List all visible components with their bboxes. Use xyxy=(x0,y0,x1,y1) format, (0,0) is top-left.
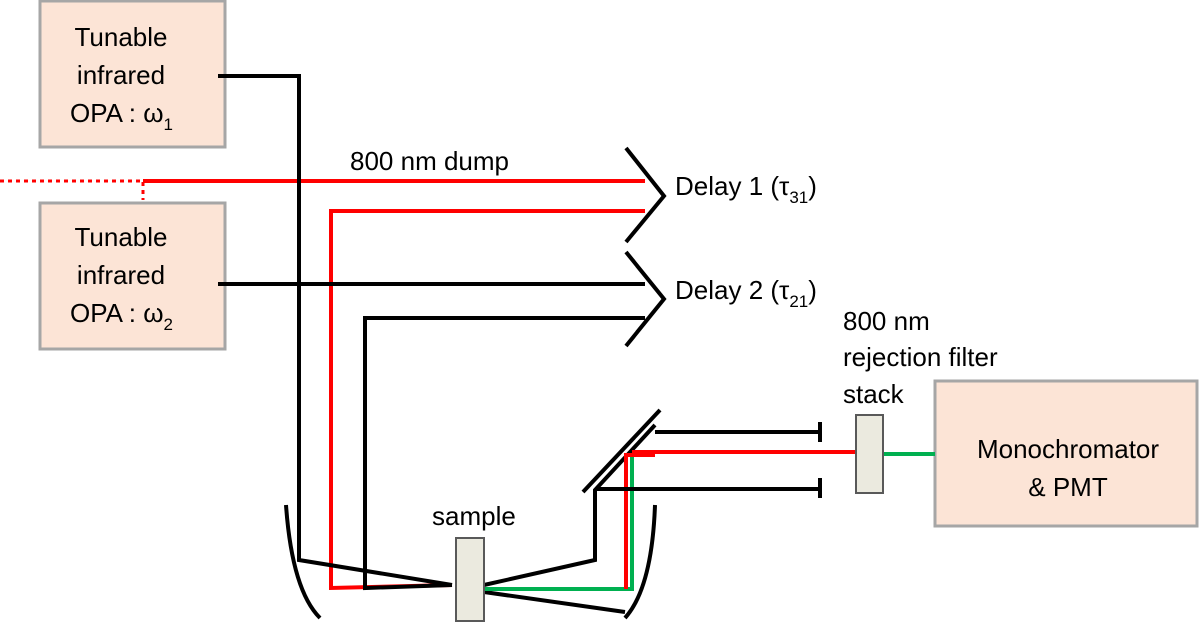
sample-cell xyxy=(455,537,485,622)
opa1-label-line1: Tunable xyxy=(75,22,168,52)
red-beam-from-delay1 xyxy=(329,209,645,591)
delay1-label: Delay 1 (τ31) xyxy=(675,171,817,207)
monochromator-box xyxy=(933,379,1199,528)
filter-label-line2: rejection filter xyxy=(843,342,998,372)
opa1-label-line2: infrared xyxy=(77,60,165,90)
opa1-box xyxy=(38,0,227,149)
opa1-beam xyxy=(218,74,453,587)
sample-label: sample xyxy=(432,501,516,531)
opa2-box xyxy=(38,201,227,351)
opa2-label-line2: infrared xyxy=(77,260,165,290)
opa2-label-line1: Tunable xyxy=(75,222,168,252)
delay1-mirror xyxy=(624,146,667,244)
fold-mirror xyxy=(581,408,662,494)
monochromator-label-line2: & PMT xyxy=(1028,472,1108,502)
focusing-mirror-left xyxy=(284,504,322,620)
opa2-label-line3: OPA : ω2 xyxy=(70,298,173,334)
filter-label-line1: 800 nm xyxy=(843,306,930,336)
delay2-mirror xyxy=(624,250,667,348)
signal-beam-red-vertical xyxy=(624,453,655,589)
monochromator-label-line1: Monochromator xyxy=(977,434,1159,464)
dump-label: 800 nm dump xyxy=(350,146,509,176)
collection-mirror-right xyxy=(623,504,657,620)
filter-label-line3: stack xyxy=(843,379,905,409)
signal-beam-black-2 xyxy=(483,590,626,614)
rejection-filter-stack xyxy=(855,414,884,494)
pump-input-dotted-beam xyxy=(0,179,145,200)
signal-beam-green xyxy=(484,455,634,591)
beam-from-delay2 xyxy=(363,316,645,591)
delay2-label: Delay 2 (τ21) xyxy=(675,275,817,311)
opa1-label-line3: OPA : ω1 xyxy=(70,98,173,134)
